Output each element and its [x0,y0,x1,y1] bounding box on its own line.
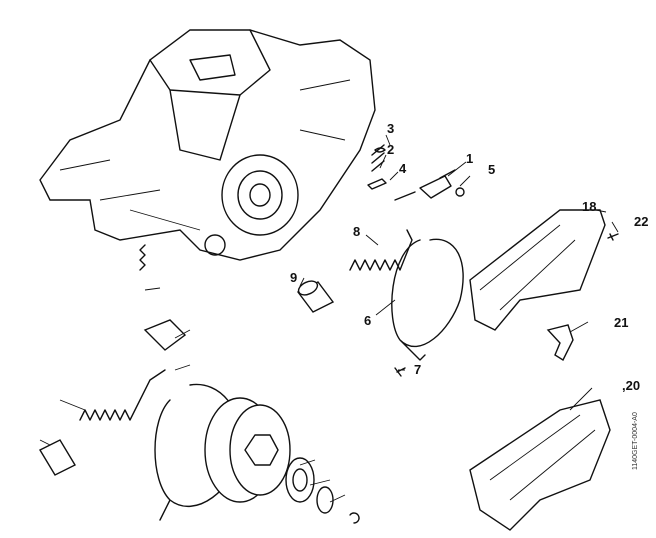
part-label: 22 [634,214,649,229]
brake-band-6 [391,238,464,361]
part-label: ,20 [622,378,641,393]
engine-housing [39,29,376,261]
sleeve-9 [296,280,335,313]
lower-assembly [39,244,360,524]
leader-lines [39,134,619,503]
part-label: 7 [414,362,422,377]
lever-21 [546,324,574,362]
spring-8 [349,229,413,271]
part-label: 3 [387,121,395,136]
cover-20 [469,399,611,531]
part-label: 9 [290,270,298,285]
part-label: 1 [466,151,474,166]
part-label: 18 [582,199,597,214]
part-label: 8 [353,224,361,239]
cover-18 [469,209,606,331]
part-label: 21 [614,315,629,330]
part-label: 6 [364,313,372,328]
drawing-code: 1140GET-0004-A0 [632,412,639,470]
part-label: 2 [387,142,395,157]
part-label: 5 [488,162,496,177]
upper-brake-parts [367,144,465,201]
part-label: 4 [399,161,407,176]
